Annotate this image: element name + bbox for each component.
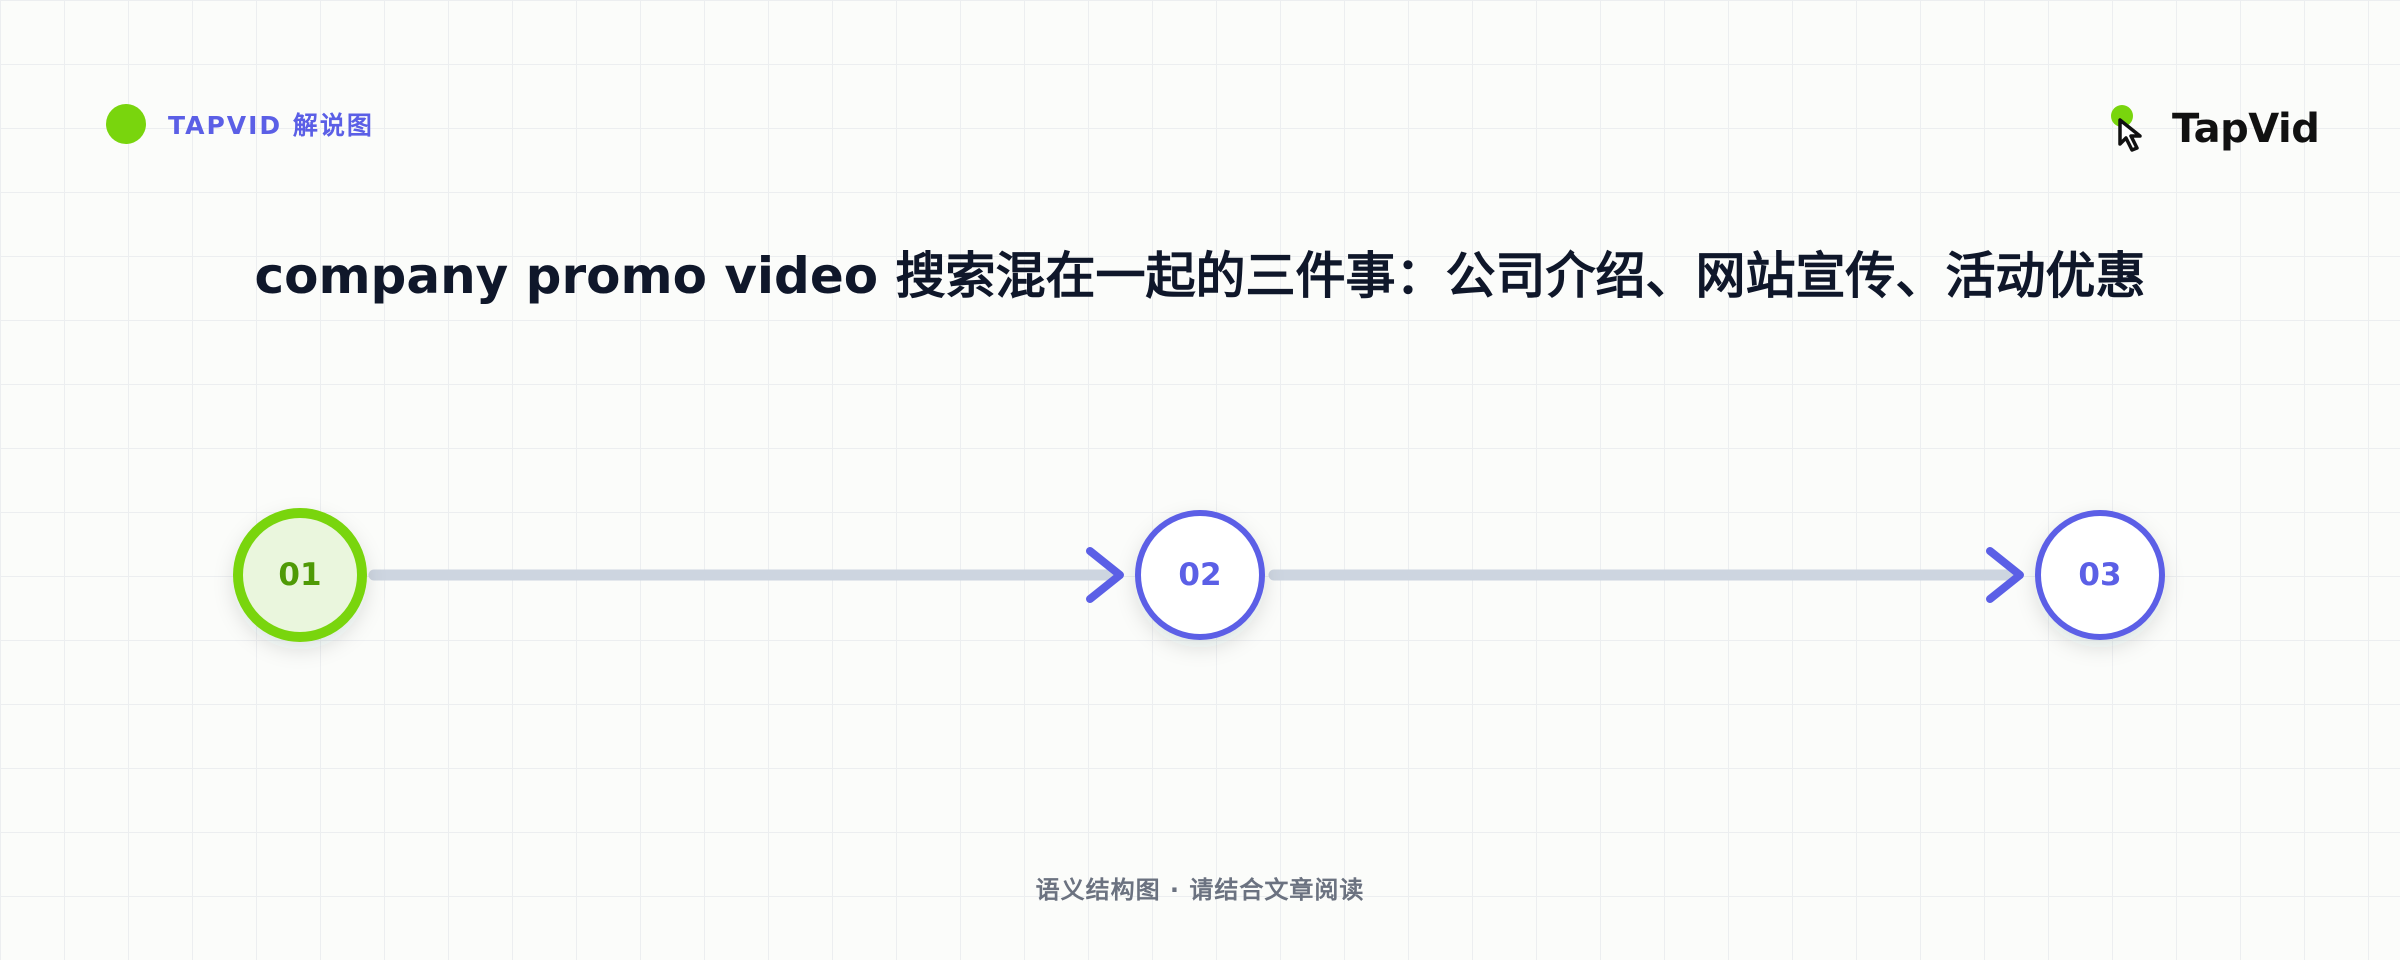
step-label-3: 03 bbox=[2078, 557, 2122, 593]
footer-note: 语义结构图 · 请结合文章阅读 bbox=[1035, 876, 1365, 904]
tapvid-logo: TapVid bbox=[2108, 100, 2320, 160]
logo-text: TapVid bbox=[2172, 106, 2320, 152]
page-title: company promo video 搜索混在一起的三件事：公司介绍、网站宣传… bbox=[254, 247, 2146, 305]
green-dot-icon bbox=[106, 104, 146, 144]
step-label-2: 02 bbox=[1178, 557, 1222, 593]
pointer-hand-icon bbox=[2111, 105, 2142, 152]
brand-badge: TAPVID 解说图 bbox=[106, 104, 374, 144]
step-node-1 bbox=[233, 508, 367, 642]
brand-label: TAPVID 解说图 bbox=[168, 111, 374, 140]
step-node-2 bbox=[1135, 510, 1265, 640]
step-label-1: 01 bbox=[278, 557, 322, 593]
arrow-right-icon bbox=[1086, 547, 1124, 603]
step-node-3 bbox=[2035, 510, 2165, 640]
arrow-right-icon bbox=[1986, 547, 2024, 603]
